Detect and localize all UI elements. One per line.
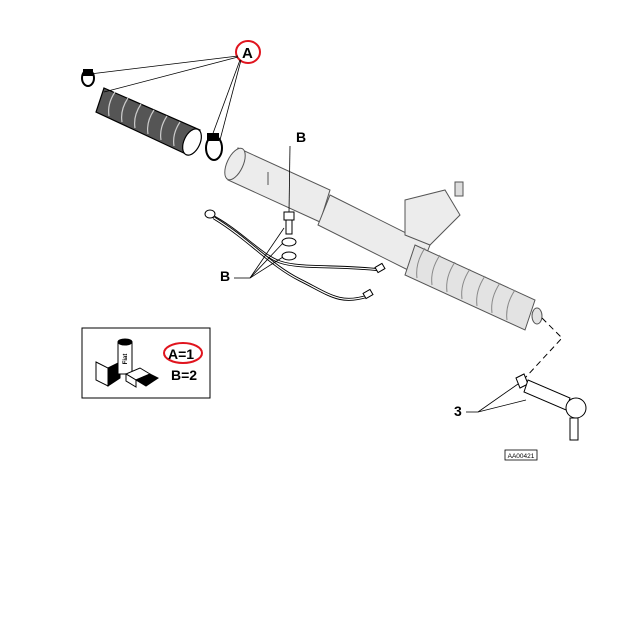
steering-rack <box>224 147 464 276</box>
callout-b-lower: B <box>220 227 285 284</box>
svg-text:3: 3 <box>454 403 462 419</box>
bolt <box>281 211 297 261</box>
kit-brand-text: Fiat <box>123 354 129 365</box>
dashed-assembly-line <box>524 317 563 379</box>
repair-kit-icon <box>95 338 159 388</box>
callout-a-label: A <box>242 45 253 62</box>
svg-text:B: B <box>296 129 306 145</box>
clamp-small <box>81 69 95 87</box>
reference-code-text: AA00421 <box>508 453 535 460</box>
legend-b: B=2 <box>171 367 197 383</box>
tie-rod-end <box>515 373 587 441</box>
hydraulic-pipes <box>204 209 386 301</box>
callout-3: 3 <box>454 383 527 419</box>
boot-left <box>95 87 202 156</box>
callout-b-upper: B <box>288 129 306 213</box>
legend-a: A=1 <box>168 346 194 362</box>
reference-code: AA00421 <box>504 449 538 461</box>
svg-text:B: B <box>220 268 230 284</box>
callout-a: A <box>89 40 261 141</box>
legend-box: Fiat A=1 B=2 <box>81 327 211 399</box>
right-bellows <box>404 244 543 331</box>
clamp-large <box>205 133 223 161</box>
